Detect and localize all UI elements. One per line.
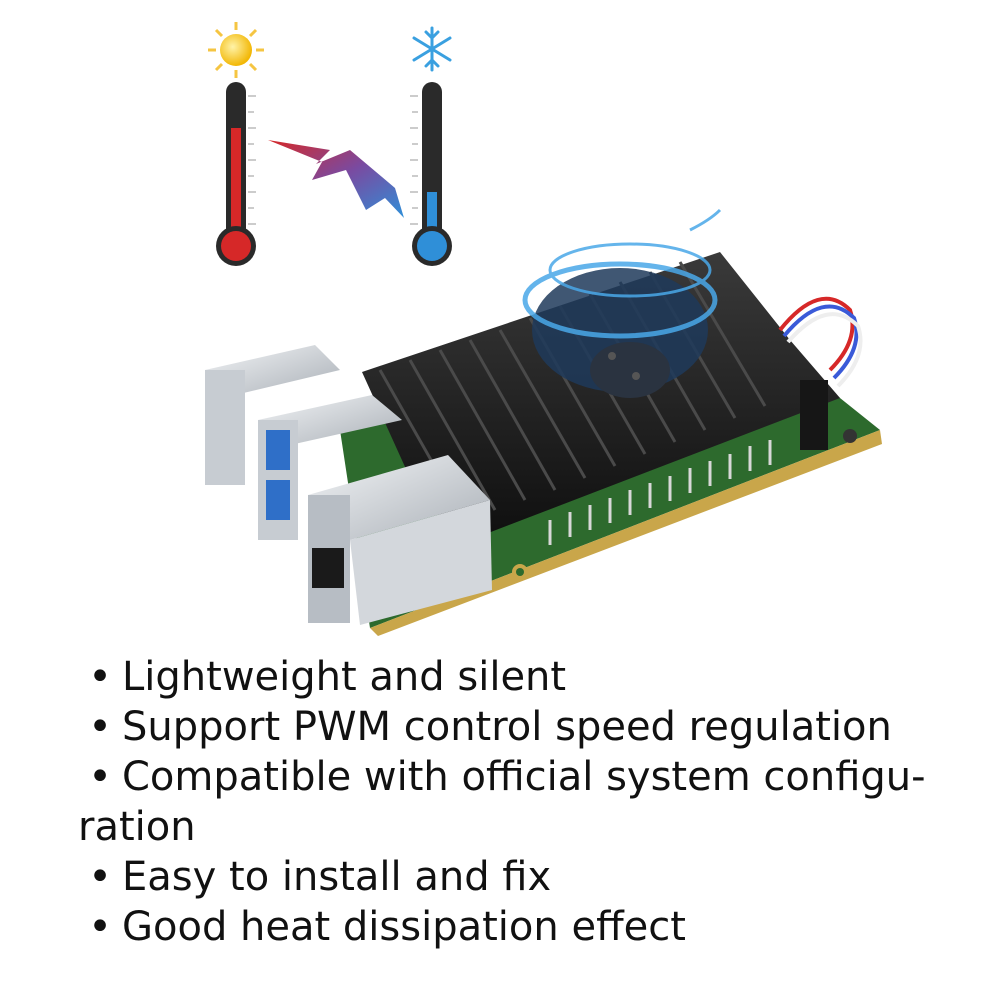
ethernet-port xyxy=(308,455,492,625)
feature-item: •Compatible with official system configu… xyxy=(78,752,978,802)
bullet: • xyxy=(88,654,112,700)
bullet: • xyxy=(88,854,112,900)
hot-thermometer xyxy=(216,82,256,266)
bullet: • xyxy=(88,754,112,800)
feature-item-continuation: ration xyxy=(78,802,978,852)
feature-text: Compatible with official system configu- xyxy=(122,754,926,800)
fan-airflow xyxy=(522,208,722,339)
bullet: • xyxy=(88,704,112,750)
bullet: • xyxy=(88,904,112,950)
feature-list: •Lightweight and silent •Support PWM con… xyxy=(78,652,978,952)
feature-text: Lightweight and silent xyxy=(122,654,567,700)
feature-item: •Easy to install and fix xyxy=(78,852,978,902)
feature-text: Good heat dissipation effect xyxy=(122,904,686,950)
feature-text: ration xyxy=(78,804,196,850)
feature-item: •Lightweight and silent xyxy=(78,652,978,702)
snowflake-icon xyxy=(412,26,452,72)
feature-item: •Good heat dissipation effect xyxy=(78,902,978,952)
heatsink xyxy=(362,252,840,540)
single-board-computer xyxy=(205,208,882,636)
fan xyxy=(532,268,708,398)
product-illustration xyxy=(205,22,882,636)
feature-text: Support PWM control speed regulation xyxy=(122,704,892,750)
feature-item: •Support PWM control speed regulation xyxy=(78,702,978,752)
cold-thermometer xyxy=(410,82,452,266)
cooling-arrow xyxy=(268,140,404,218)
feature-text: Easy to install and fix xyxy=(122,854,552,900)
sun-icon xyxy=(208,22,264,78)
usb-ports xyxy=(205,345,402,540)
